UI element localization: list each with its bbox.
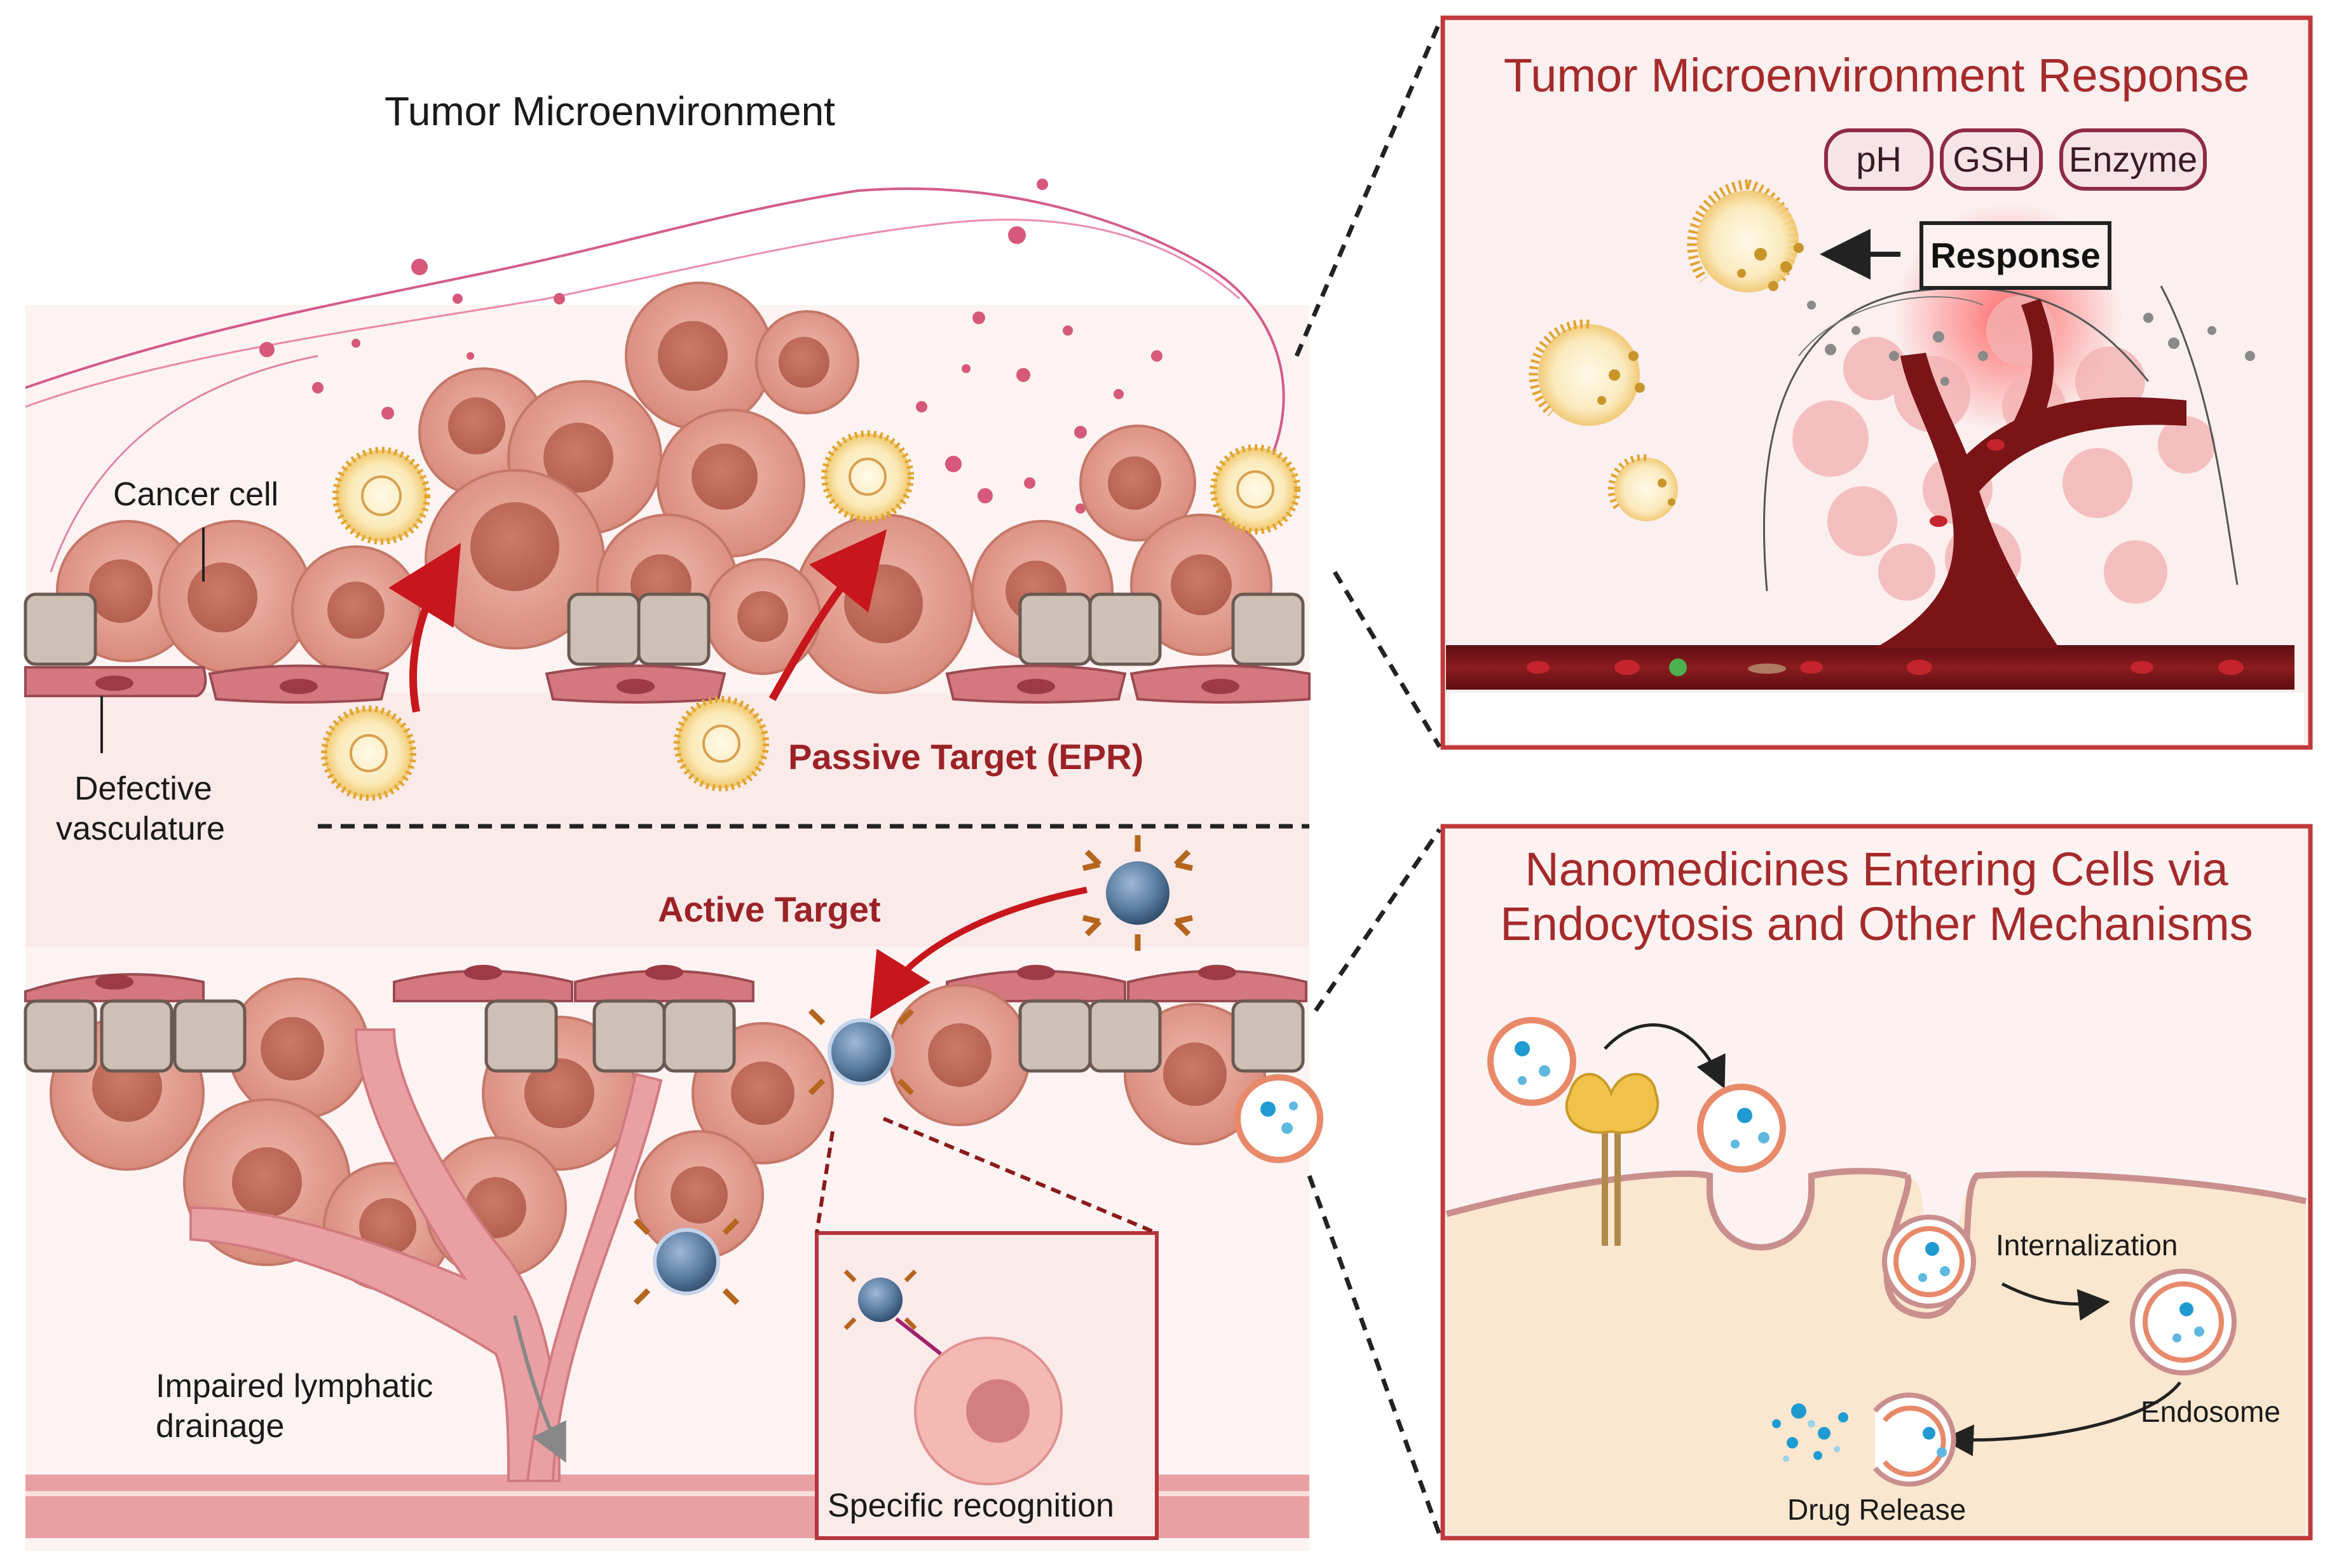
nanoparticle-vesicle xyxy=(1487,1017,1576,1106)
endothelial-cell xyxy=(1231,592,1305,666)
specific-recognition-label: Specific recognition xyxy=(828,1487,1114,1524)
endocytosis-panel-title-1: Nanomedicines Entering Cells via xyxy=(1525,843,2228,896)
ecm-fiber xyxy=(50,355,318,573)
antibody-nanoparticle xyxy=(808,1008,915,1096)
blood-vessel xyxy=(1446,299,2294,690)
response-box: Response xyxy=(1919,221,2111,290)
target-cancer-cell xyxy=(914,1337,1063,1485)
ecm-fiber xyxy=(25,187,1285,458)
degrading-liposome xyxy=(1687,179,1804,292)
nanoparticle-vesicle xyxy=(1697,1084,1786,1173)
defective-vasculature-label-1: Defective xyxy=(74,770,212,807)
internalized-vesicle xyxy=(1882,1215,1976,1309)
liposome-nanoparticle xyxy=(1210,444,1300,535)
endosome-label: Endosome xyxy=(2141,1395,2281,1428)
impaired-drainage-label-1: Impaired lymphatic xyxy=(156,1368,433,1405)
epr-arrow xyxy=(768,529,887,701)
endothelial-cell xyxy=(567,592,641,666)
passive-target-label: Passive Target (EPR) xyxy=(788,737,1144,777)
liposome-nanoparticle xyxy=(674,696,769,791)
defective-vasculature-label-2: vasculature xyxy=(56,810,225,847)
tme-panel-title: Tumor Microenvironment Response xyxy=(1503,49,2250,102)
endothelium-lower xyxy=(24,965,1307,1002)
stimulus-ph: pH xyxy=(1824,128,1933,191)
endothelial-cell xyxy=(1018,592,1092,666)
vessel-lumen-upper xyxy=(25,693,1309,947)
membrane-receptor xyxy=(1565,1073,1660,1246)
antibody-nanoparticle xyxy=(1082,835,1194,951)
liposomes xyxy=(321,430,1300,801)
epr-arrow xyxy=(388,543,461,713)
tumor-scene xyxy=(24,179,1323,1551)
drug-release-label: Drug Release xyxy=(1787,1493,1967,1526)
active-target-arrow xyxy=(869,887,1088,1019)
uptake-arrow xyxy=(1604,1023,1726,1089)
cancer-cell xyxy=(793,514,974,694)
cancer-cell xyxy=(625,282,774,430)
ecm-fiber xyxy=(25,219,1241,408)
liposome-nanoparticle xyxy=(332,447,430,545)
endosome xyxy=(2130,1269,2237,1375)
cancer-cell xyxy=(228,978,370,1120)
degrading-liposome xyxy=(1607,454,1678,521)
gray-particles xyxy=(1807,301,2255,386)
endothelial-cell xyxy=(1088,592,1162,666)
cancer-cell xyxy=(291,545,421,675)
internalization-arrow xyxy=(2001,1282,2110,1321)
liposome-nanoparticle xyxy=(821,430,914,523)
endocytosis-panel-title-2: Endocytosis and Other Mechanisms xyxy=(1500,897,2253,950)
drainage-arrow xyxy=(513,1315,566,1463)
endocytosis-panel xyxy=(1440,824,2313,1541)
cancer-cell xyxy=(158,520,313,675)
cancer-cell xyxy=(1079,425,1196,542)
impaired-drainage-label-2: drainage xyxy=(156,1408,285,1445)
stimulus-gsh: GSH xyxy=(1940,128,2043,191)
endothelial-cell xyxy=(24,592,97,666)
endothelial-cell xyxy=(637,592,711,666)
cancer-cell-label: Cancer cell xyxy=(113,476,279,513)
loaded-vesicle xyxy=(1234,1074,1323,1163)
endothelium-upper xyxy=(24,592,1311,704)
cancer-cell xyxy=(704,558,821,675)
degrading-liposome xyxy=(1529,319,1645,426)
liposome-nanoparticle xyxy=(321,706,416,801)
release-arrow xyxy=(1942,1381,2181,1457)
drug-release-vesicle xyxy=(1772,1393,1956,1487)
internalization-label: Internalization xyxy=(1996,1229,2178,1262)
antibody-nanoparticle xyxy=(633,1218,740,1306)
main-title: Tumor Microenvironment xyxy=(385,88,835,134)
endothelium-boxes-lower xyxy=(24,999,1305,1073)
antibody-nanoparticle xyxy=(843,1269,942,1356)
stimulus-enzyme: Enzyme xyxy=(2059,128,2207,191)
cancer-cell xyxy=(755,310,859,414)
cancer-cell xyxy=(889,984,1031,1126)
active-target-label: Active Target xyxy=(658,889,881,929)
panel-connectors xyxy=(1294,21,1442,1536)
tme-response-panel xyxy=(1440,15,2313,750)
